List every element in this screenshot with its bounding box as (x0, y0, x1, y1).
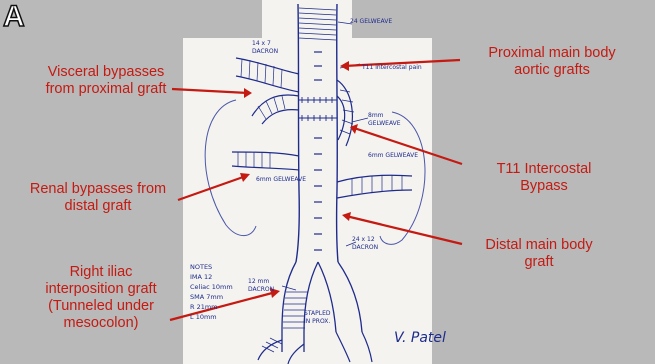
note-right-renal: 6mm GELWEAVE (368, 152, 418, 160)
surgeon-signature: V. Patel (394, 330, 446, 346)
note-t11: T11 intercostal pain (362, 64, 422, 72)
note-top-graft: 24 GELWEAVE (350, 18, 392, 26)
notes-block: NOTES IMA 12 Celiac 10mm SMA 7mm R 21mm … (190, 262, 233, 322)
paper-top-extension (262, 0, 352, 42)
note-left-renal: 6mm GELWEAVE (256, 176, 306, 184)
panel-letter: A (3, 2, 25, 32)
